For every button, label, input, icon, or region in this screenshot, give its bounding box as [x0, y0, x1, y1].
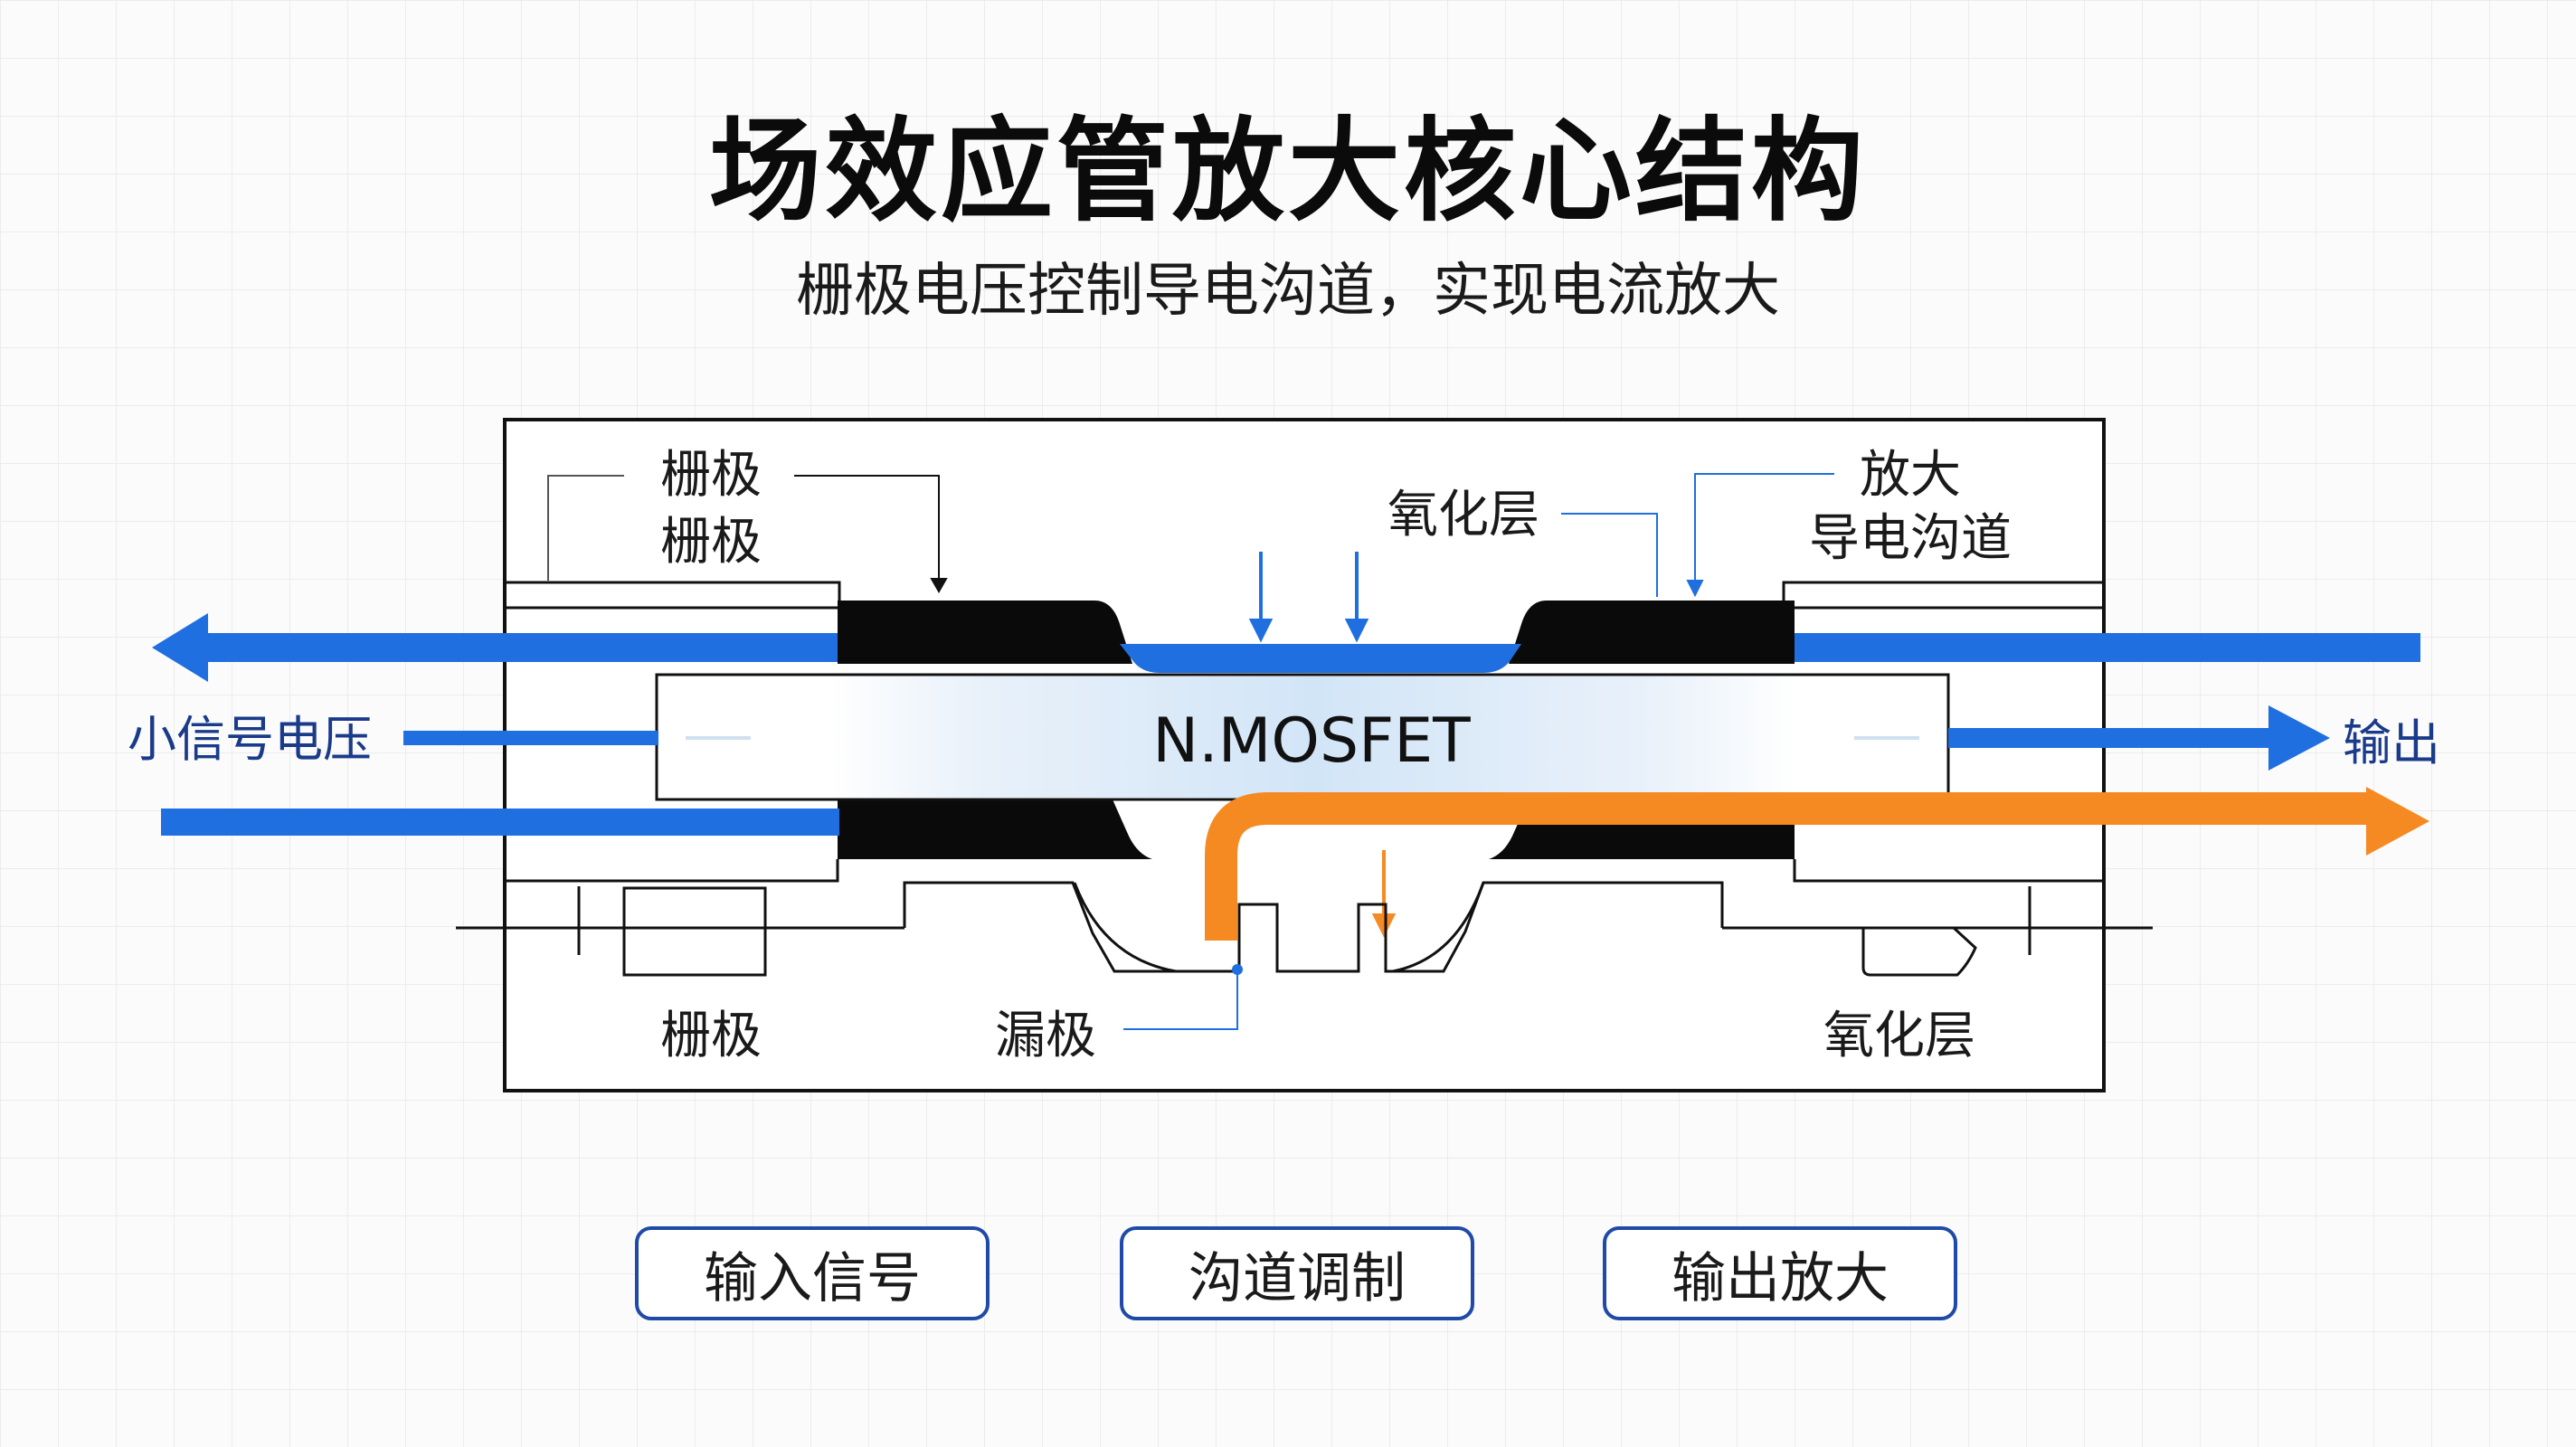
label-output: 输出 — [2343, 714, 2440, 771]
upper-ledges — [503, 581, 2106, 610]
label-oxide-top: 氧化层 — [1387, 486, 1539, 544]
input-signal-button[interactable]: 输入信号 — [635, 1226, 990, 1320]
device-body — [830, 676, 1796, 798]
label-oxide-bottom: 氧化层 — [1823, 1007, 1975, 1065]
output-arrow — [1948, 705, 2330, 771]
label-input-voltage: 小信号电压 — [128, 711, 372, 768]
page-title: 场效应管放大核心结构 — [708, 107, 1867, 237]
conducting-channel — [1120, 644, 1521, 673]
channel-modulation-button[interactable]: 沟道调制 — [1120, 1226, 1474, 1320]
left-bottom-blue-bar — [161, 809, 839, 836]
gate-field-arrows — [1248, 552, 1369, 643]
label-amplify: 放大 — [1860, 446, 1961, 505]
orange-current-path — [1205, 792, 2370, 941]
device-label: N.MOSFET — [1152, 705, 1471, 777]
orange-output-arrowhead — [2366, 787, 2429, 856]
leader-lines — [547, 473, 1834, 1030]
left-output-arrow — [152, 613, 839, 682]
output-amplify-button[interactable]: 输出放大 — [1603, 1226, 1957, 1320]
label-gate-bottom: 栅极 — [660, 1007, 762, 1065]
label-drain-bottom: 漏极 — [995, 1007, 1096, 1065]
label-gate-top-1: 栅极 — [660, 446, 762, 505]
page-subtitle: 栅极电压控制导电沟道，实现电流放大 — [796, 258, 1780, 325]
substrate-outline — [456, 859, 2153, 977]
right-top-blue-bar — [1791, 633, 2420, 662]
label-gate-top-2: 栅极 — [660, 513, 762, 572]
drain-current-arrow — [1371, 850, 1397, 938]
input-signal-line — [403, 731, 658, 745]
label-conducting-channel: 导电沟道 — [1809, 509, 2012, 568]
